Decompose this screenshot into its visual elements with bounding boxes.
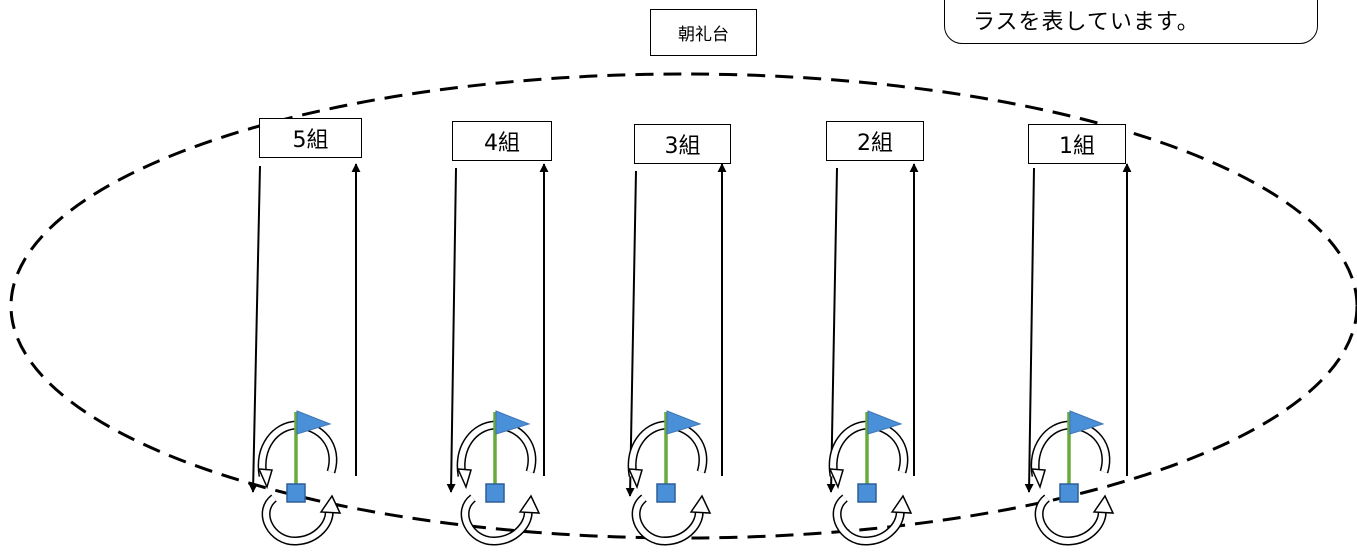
outbound-arrow-1 <box>1024 167 1035 493</box>
flag-4 <box>495 410 531 435</box>
outbound-arrow-4 <box>446 167 457 493</box>
turn-arrowhead-upper-2 <box>828 468 844 490</box>
lane-label-3: 3組 <box>634 124 731 164</box>
outbound-arrow-2 <box>826 167 838 493</box>
cone-marker-2 <box>857 483 877 503</box>
turn-arrowhead-upper-5 <box>257 468 273 490</box>
turn-arrowhead-lower-2 <box>890 494 913 514</box>
lane-label-4: 4組 <box>452 121 552 161</box>
turn-loop-lower-1 <box>1036 495 1106 545</box>
turn-arrowhead-lower-1 <box>1092 494 1115 514</box>
note-callout: ラスを表しています。 <box>944 0 1318 44</box>
outbound-arrow-5 <box>248 165 261 493</box>
turn-arrowhead-upper-4 <box>456 468 472 490</box>
turn-arrowhead-upper-1 <box>1030 468 1046 490</box>
note-text: ラスを表しています。 <box>973 10 1200 35</box>
outbound-arrow-3 <box>625 170 637 497</box>
turn-loop-lower-3 <box>633 495 703 545</box>
turn-arrowhead-upper-3 <box>627 468 643 490</box>
lane-label-1: 1組 <box>1028 124 1126 164</box>
lane-label-5: 5組 <box>259 118 362 158</box>
flag-3 <box>666 410 702 435</box>
cone-marker-1 <box>1059 483 1079 503</box>
turn-arrowhead-lower-5 <box>319 494 342 514</box>
turn-arrowhead-lower-3 <box>689 494 712 514</box>
cone-marker-5 <box>286 483 306 503</box>
lanes-layer <box>248 163 1132 546</box>
lane-label-2: 2組 <box>826 121 924 161</box>
cone-marker-4 <box>485 483 505 503</box>
cone-marker-3 <box>656 483 676 503</box>
turn-loop-lower-2 <box>834 495 904 545</box>
turn-arrowhead-lower-4 <box>518 494 541 514</box>
stage-label: 朝礼台 <box>650 9 757 56</box>
flag-2 <box>867 410 903 435</box>
turn-loop-lower-4 <box>462 495 532 545</box>
flag-1 <box>1069 410 1105 435</box>
turn-loop-lower-5 <box>263 495 333 545</box>
flag-5 <box>296 410 332 435</box>
